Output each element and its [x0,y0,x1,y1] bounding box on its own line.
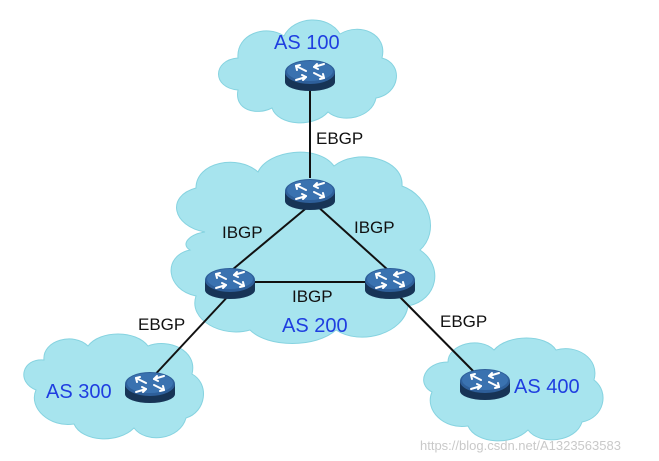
router-icon [204,267,256,300]
router-icon [124,371,176,404]
ebgp-label-as400: EBGP [440,312,487,331]
router-icon [459,368,511,401]
ibgp-link-top-left [231,204,311,271]
ibgp-label-bottom: IBGP [292,287,333,306]
router-icon [364,267,416,300]
as400-cloud [423,337,604,442]
ibgp-label-left: IBGP [222,223,263,242]
as100-label: AS 100 [274,32,340,54]
links [149,86,483,381]
ibgp-link-top-right [315,204,389,271]
as300-cloud [23,333,204,440]
ebgp-label-as300: EBGP [138,315,185,334]
ebgp-link-as200-as400 [394,291,483,381]
as400-label: AS 400 [514,376,580,398]
router-icon [284,59,336,92]
ebgp-link-as200-as300 [149,291,233,381]
watermark-text: https://blog.csdn.net/A1323563583 [420,438,621,453]
as300-label: AS 300 [46,381,112,403]
as200-label: AS 200 [282,315,348,337]
router-icon [284,178,336,211]
ibgp-label-right: IBGP [354,218,395,237]
ebgp-label-as100: EBGP [316,129,363,148]
